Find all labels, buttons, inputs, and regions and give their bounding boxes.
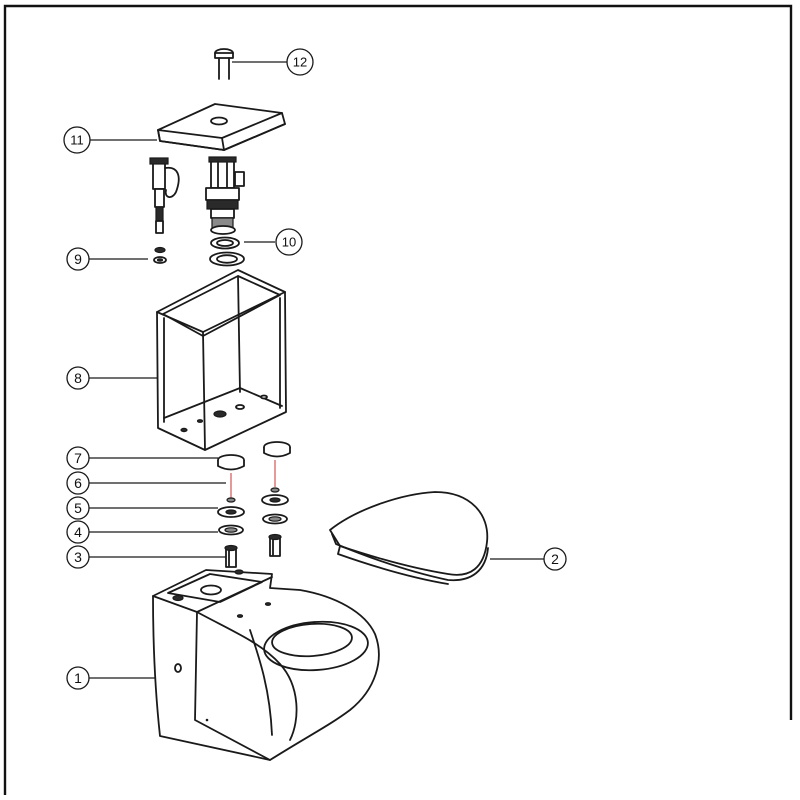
- callout-3: 3: [66, 545, 90, 569]
- callout-10: 10: [275, 228, 303, 256]
- part-12-push-button: [214, 48, 234, 80]
- callout-2: 2: [543, 547, 567, 571]
- callout-5: 5: [66, 496, 90, 520]
- part-flush-valve: [205, 156, 245, 235]
- part-11-tank-lid: [157, 103, 286, 151]
- callout-12: 12: [286, 48, 314, 76]
- svg-text:2: 2: [551, 551, 559, 567]
- svg-text:6: 6: [74, 475, 82, 491]
- diagram-frame: [3, 4, 793, 795]
- svg-text:5: 5: [74, 500, 82, 516]
- svg-text:8: 8: [74, 370, 82, 386]
- part-2-seat-lid: [329, 491, 489, 585]
- svg-text:12: 12: [293, 55, 307, 70]
- svg-text:11: 11: [70, 133, 84, 148]
- callout-7: 7: [66, 446, 90, 470]
- part-8-cistern-tank: [156, 269, 287, 451]
- part-9-washer-nut: [153, 246, 167, 264]
- callout-9: 9: [66, 247, 90, 271]
- leader-lines: [89, 61, 544, 679]
- part-bolt-stack-right: [261, 441, 291, 557]
- callout-6: 6: [66, 471, 90, 495]
- svg-text:1: 1: [74, 670, 82, 686]
- callout-1: 1: [66, 666, 90, 690]
- part-10-gaskets: [209, 236, 245, 267]
- part-fill-valve: [149, 157, 180, 234]
- svg-text:3: 3: [74, 549, 82, 565]
- svg-text:10: 10: [282, 235, 296, 250]
- svg-text:9: 9: [74, 251, 82, 267]
- svg-text:7: 7: [74, 450, 82, 466]
- part-1-toilet-bowl: [152, 569, 380, 761]
- callout-11: 11: [63, 126, 91, 154]
- callout-4: 4: [66, 520, 90, 544]
- callout-8: 8: [66, 366, 90, 390]
- svg-text:4: 4: [74, 524, 82, 540]
- part-bolt-stack-left: [217, 454, 245, 568]
